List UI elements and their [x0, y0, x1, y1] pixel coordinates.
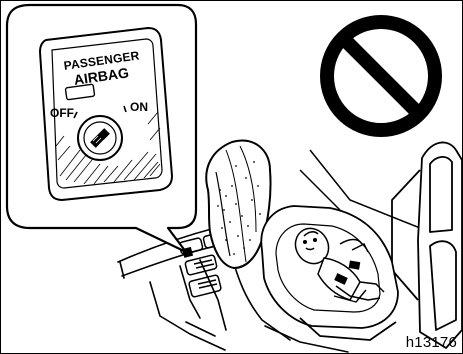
figure-code: h13176: [406, 335, 457, 350]
prohibition-icon: [327, 22, 435, 130]
off-label: OFF: [50, 107, 74, 119]
passenger-seat: [392, 142, 462, 348]
on-label: ON: [130, 101, 148, 113]
